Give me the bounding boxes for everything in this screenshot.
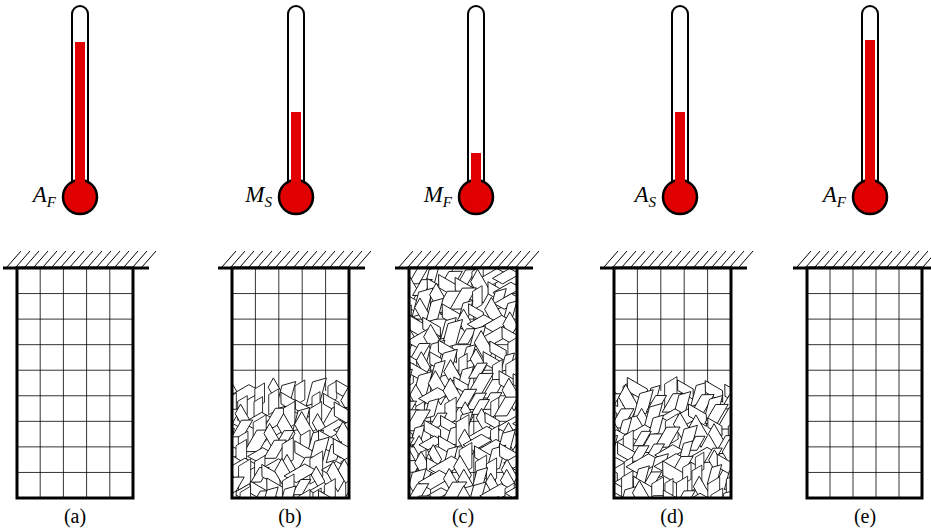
thermometer (279, 6, 313, 214)
temperature-label: MS (245, 183, 272, 210)
specimen-lattice (807, 268, 922, 498)
specimen-lattice (232, 268, 349, 498)
thermometer (663, 6, 697, 214)
temperature-label: AS (634, 183, 656, 210)
thermometer-neck (291, 178, 301, 184)
thermometer-tube (672, 6, 688, 197)
fixed-support (218, 251, 371, 268)
specimen-outline (232, 268, 349, 498)
fixed-support (600, 251, 753, 268)
specimen-lattice (614, 268, 731, 498)
thermometer-bulb (853, 180, 887, 214)
panel-caption: (b) (278, 506, 301, 526)
thermometer-tube (862, 6, 878, 197)
specimen-outline (614, 268, 731, 498)
martensite-variants (232, 374, 349, 498)
panel-caption: (d) (660, 506, 683, 526)
specimen-panel (384, 6, 545, 526)
thermometer (853, 6, 887, 214)
thermometer-neck (471, 178, 481, 184)
specimen-panel (793, 6, 931, 498)
specimen-lattice (409, 268, 517, 498)
fixed-support (793, 251, 931, 268)
thermometer-fluid (75, 42, 85, 197)
thermometer (459, 6, 493, 214)
specimen-lattice (17, 268, 133, 498)
specimen-panel (209, 6, 371, 520)
thermometer-tube (468, 6, 484, 197)
thermometer (63, 6, 97, 214)
thermometer-bulb (279, 180, 313, 214)
temperature-label: MF (424, 183, 452, 210)
thermometer-tube (72, 6, 88, 197)
fixed-support (395, 251, 539, 268)
panel-caption: (a) (64, 506, 86, 526)
specimen-outline (17, 268, 133, 498)
panel-caption: (e) (854, 506, 876, 526)
martensite-variants (409, 268, 517, 498)
temperature-label: AF (823, 183, 846, 210)
thermometer-bulb (63, 180, 97, 214)
specimen-outline (409, 268, 517, 498)
thermometer-neck (675, 178, 685, 184)
thermometer-fluid (865, 40, 875, 197)
thermometer-neck (75, 178, 85, 184)
temperature-label: AF (33, 183, 56, 210)
thermometer-bulb (459, 180, 493, 214)
specimen-panel (3, 6, 156, 498)
specimen-panel (590, 6, 753, 519)
thermometer-tube (288, 6, 304, 197)
specimen-outline (807, 268, 922, 498)
panel-caption: (c) (452, 506, 474, 526)
martensite-variants (614, 377, 731, 498)
fixed-support (3, 251, 156, 268)
thermometer-bulb (663, 180, 697, 214)
thermometer-neck (865, 178, 875, 184)
